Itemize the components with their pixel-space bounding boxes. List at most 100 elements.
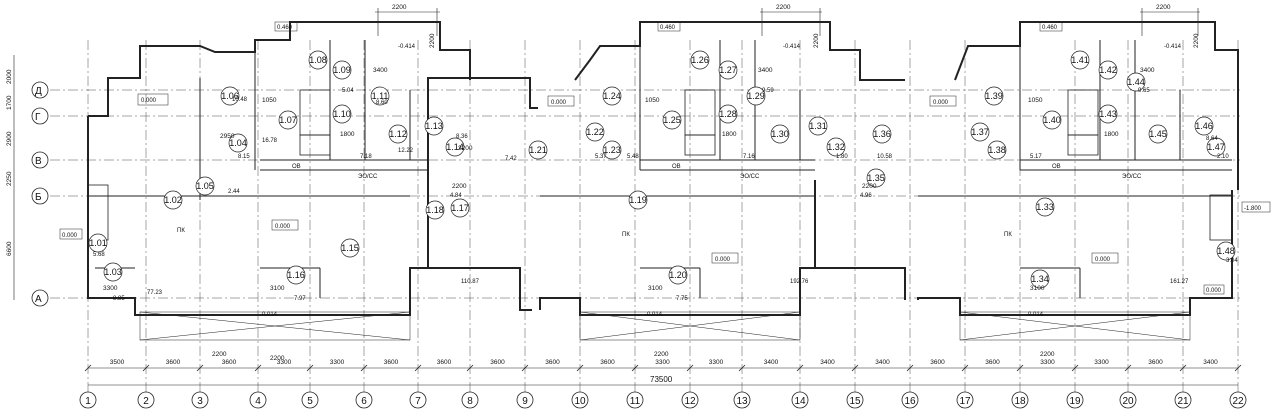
column-axis-circle — [1011, 391, 1029, 409]
dim-porch-2: 2200 — [654, 351, 669, 358]
span-tick — [360, 364, 368, 372]
column-axis-label: 3 — [197, 396, 203, 407]
span-label: 3300 — [1040, 359, 1055, 366]
elev-4: 0.000 — [551, 100, 567, 106]
room-area: 2.44 — [228, 189, 240, 195]
column-axis-circle — [846, 391, 864, 409]
span-tick — [142, 364, 150, 372]
column-axis-circle — [956, 391, 974, 409]
span-tick — [1071, 364, 1079, 372]
room-area: 5.17 — [1030, 154, 1042, 160]
column-axis-label: 11 — [630, 396, 641, 407]
room-area: 2.10 — [1217, 154, 1229, 160]
room-label-1.23: 1.23 — [603, 145, 621, 155]
dim-r103: 3300 — [103, 285, 118, 292]
room-label-1.25: 1.25 — [663, 115, 681, 125]
tag-pk-2: ПК — [622, 232, 630, 238]
span-label: 3300 — [709, 359, 724, 366]
room-bubble — [746, 86, 766, 106]
room-bubble — [1148, 124, 1168, 144]
room-label-1.01: 1.01 — [89, 238, 107, 248]
span-label: 3400 — [1203, 359, 1218, 366]
room-label-1.42: 1.42 — [1099, 65, 1117, 75]
room-bubble — [445, 137, 465, 157]
span-label: 3600 — [384, 359, 399, 366]
left-dim-3: 2900 — [6, 131, 13, 146]
tag-ds-3: ЭО/СС — [1122, 174, 1142, 180]
span-label: 3400 — [875, 359, 890, 366]
room-area: 12.22 — [398, 148, 414, 154]
room-area: 7.97 — [294, 296, 306, 302]
tag-ds-1: ЭО/СС — [358, 174, 378, 180]
room-area: 5.68 — [93, 252, 105, 258]
room-bubble — [370, 86, 390, 106]
span-label: 3300 — [655, 359, 670, 366]
room-label-1.04: 1.04 — [229, 138, 247, 148]
room-area: 110.87 — [461, 279, 480, 285]
room-bubble — [103, 262, 123, 282]
span-tick — [466, 364, 474, 372]
column-axis-label: 1 — [85, 396, 91, 407]
column-axis-circle — [79, 391, 97, 409]
span-label: 3300 — [330, 359, 345, 366]
room-bubble — [308, 50, 328, 70]
room-bubble — [1070, 50, 1090, 70]
dim-r129: 3400 — [758, 67, 773, 74]
room-label-1.37: 1.37 — [971, 127, 989, 137]
room-label-1.36: 1.36 — [873, 129, 891, 139]
room-label-1.12: 1.12 — [389, 129, 407, 139]
left-dim-2: 1700 — [6, 95, 13, 110]
span-label: 3600 — [930, 359, 945, 366]
room-label-1.20: 1.20 — [669, 270, 687, 280]
room-bubble — [1042, 110, 1062, 130]
room-bubble — [872, 124, 892, 144]
room-label-1.35: 1.35 — [867, 173, 885, 183]
column-axis-label: 2 — [143, 396, 149, 407]
span-label: 3300 — [1094, 359, 1109, 366]
room-bubble — [984, 86, 1004, 106]
span-tick — [1016, 364, 1024, 372]
column-axis-label: 8 — [467, 396, 473, 407]
elev-11: 0.460 — [660, 25, 676, 31]
row-axis-markers: Д Г В Б А — [31, 81, 49, 307]
span-tick — [738, 364, 746, 372]
room-area: 161.27 — [1170, 279, 1189, 285]
elev-8: -1.800 — [1244, 206, 1262, 212]
span-tick — [254, 364, 262, 372]
column-axis-label: 12 — [684, 396, 696, 407]
room-label-1.38: 1.38 — [988, 145, 1006, 155]
dim-r114: 2200 — [458, 145, 473, 152]
span-tick — [414, 364, 422, 372]
column-axis-circle — [1066, 391, 1084, 409]
elev-3: 0.000 — [275, 224, 291, 230]
room-label-1.15: 1.15 — [341, 243, 359, 253]
room-label-1.31: 1.31 — [809, 121, 827, 131]
room-bubble — [602, 140, 622, 160]
room-area: 8.64 — [1206, 136, 1218, 142]
room-label-1.03: 1.03 — [104, 267, 122, 277]
elev-14: -0.014 — [645, 312, 663, 318]
room-bubble — [602, 86, 622, 106]
span-tick — [1234, 364, 1242, 372]
left-dimension-chain: 2000 1700 2900 2250 6600 — [6, 55, 15, 300]
room-label-1.41: 1.41 — [1071, 55, 1089, 65]
room-bubble — [278, 110, 298, 130]
left-dim-4: 2250 — [6, 171, 13, 186]
column-axis-label: 5 — [307, 396, 313, 407]
dim-r116: 3100 — [270, 285, 285, 292]
room-area: 8.60 — [376, 100, 388, 106]
room-label-1.40: 1.40 — [1043, 115, 1061, 125]
room-label-1.43: 1.43 — [1099, 109, 1117, 119]
left-dim-1: 2000 — [6, 69, 13, 84]
column-axis-circle — [901, 391, 919, 409]
span-label: 3600 — [1148, 359, 1163, 366]
room-bubble — [662, 110, 682, 130]
column-axis-label: 22 — [1232, 396, 1244, 407]
room-label-1.44: 1.44 — [1127, 77, 1145, 87]
span-label: 3600 — [166, 359, 181, 366]
span-tick — [84, 364, 92, 372]
side-dim-b: 2200 — [813, 33, 820, 48]
tag-ov-1: ОВ — [292, 164, 301, 170]
room-label-1.27: 1.27 — [719, 65, 737, 75]
building-outline — [87, 21, 1239, 316]
